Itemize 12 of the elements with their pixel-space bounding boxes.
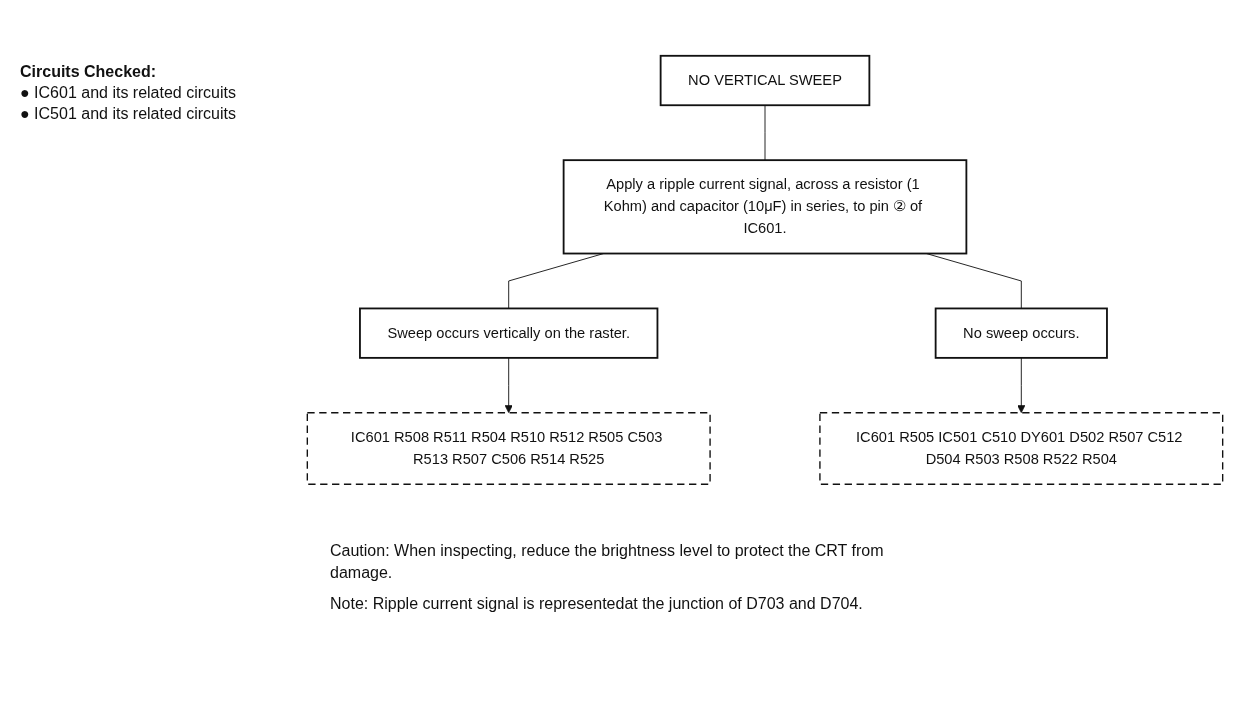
node-box: IC601 R508 R511 R504 R510 R512 R505 C503 R513 R507 C506 R514 R525 (306, 412, 711, 485)
node-box: No sweep occurs. (934, 307, 1108, 359)
node-box: Apply a ripple current signal, across a resistor (1 Kohm) and capacitor (10μF) in series, to pin ② of IC601. (562, 159, 968, 255)
node-box: NO VERTICAL SWEEP (659, 54, 871, 107)
node-box: Sweep occurs vertically on the raster. (359, 307, 659, 359)
connector (764, 104, 766, 161)
node-box: IC601 R505 IC501 C510 DY601 D502 R507 C512 D504 R503 R508 R522 R504 (819, 412, 1224, 485)
note-text: Note: Ripple current signal is representedat the junction of D703 and D704. (330, 594, 864, 615)
note-text: Caution: When inspecting, reduce the brightness level to protect the CRT from damage. (330, 541, 885, 583)
list-item: ● IC501 and its related circuits (20, 105, 237, 123)
heading-text: Circuits Checked: (20, 63, 158, 81)
list-item: ● IC601 and its related circuits (20, 84, 237, 102)
